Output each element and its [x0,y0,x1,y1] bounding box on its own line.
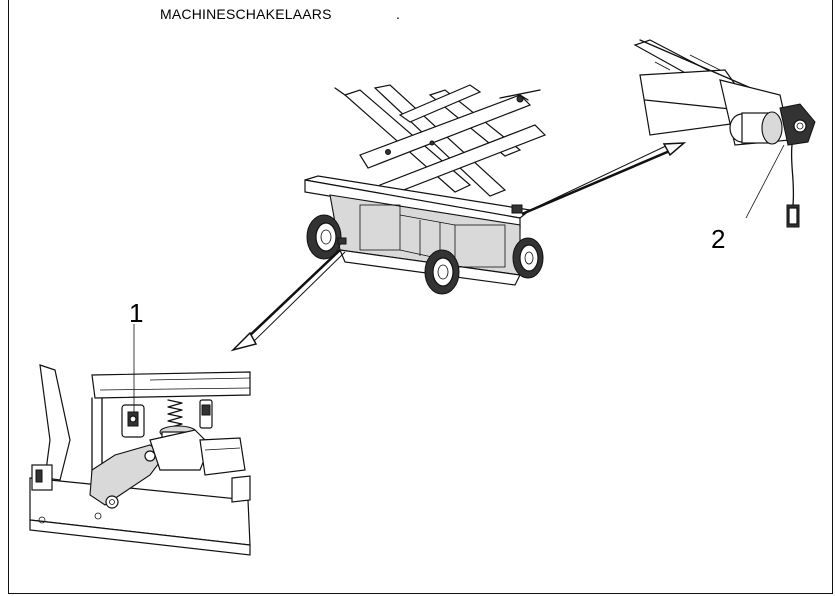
page-title: MACHINESCHAKELAARS [160,6,332,22]
callout-2: 2 [711,224,726,254]
detail-1-chassis-switch [29,324,251,556]
scissor-lift-machine [304,84,547,295]
detail-2-boom-switch [633,39,816,228]
wheel-front-right [512,237,544,279]
title-dot: . [396,6,400,22]
wheel-front-left [424,249,460,295]
diagram-frame [8,0,833,594]
callout-1: 1 [129,298,144,328]
limit-switch [121,399,213,438]
arrow-to-detail-2 [521,142,687,216]
arrow-to-detail-1 [230,249,346,352]
wheel-rear-left [306,214,342,260]
